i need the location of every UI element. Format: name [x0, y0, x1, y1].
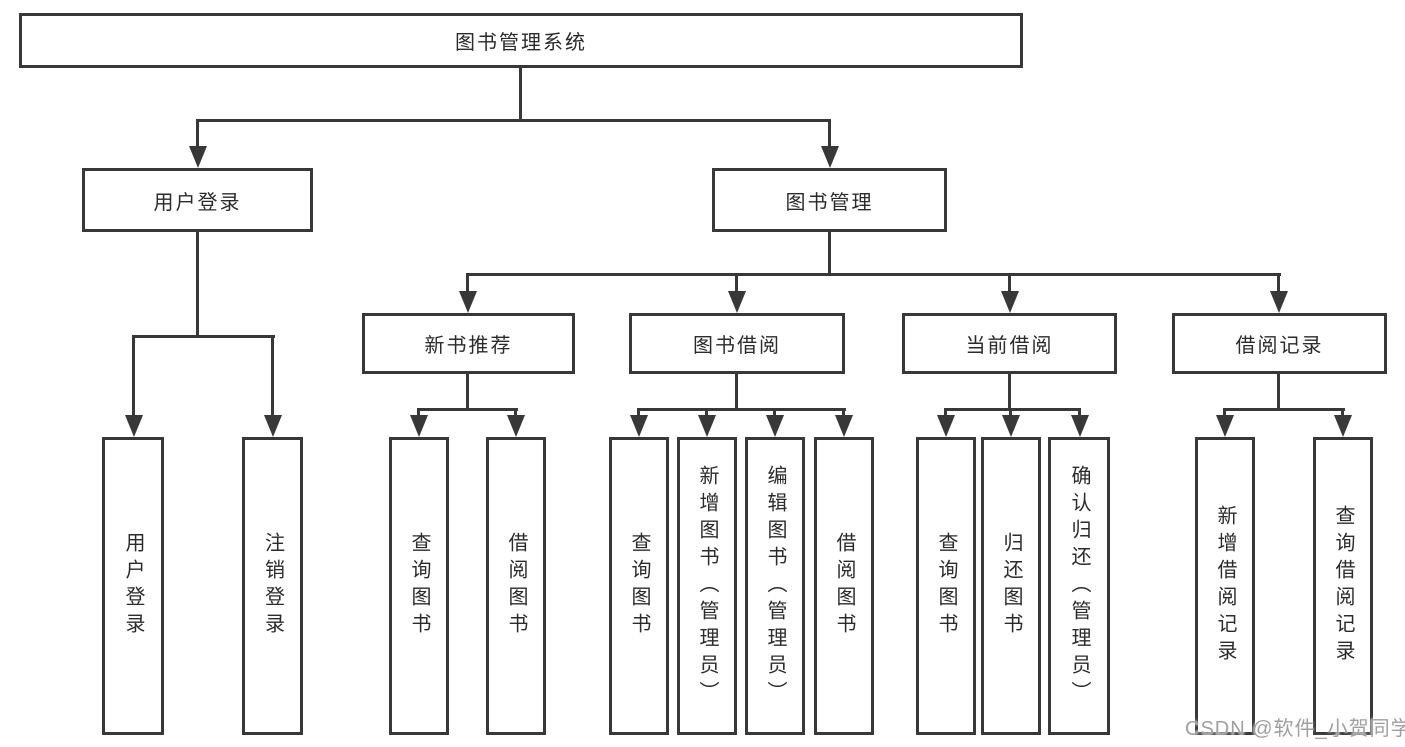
leaf-return-books: 归还图书	[981, 437, 1041, 735]
connector-leaf-stem	[705, 408, 708, 417]
connector-leaf-stem	[1341, 408, 1344, 417]
leaf-query-books-borrowing: 查询图书	[609, 437, 669, 735]
connector-book-mgmt-stem	[828, 119, 831, 147]
leaf-logout: 注销登录	[242, 437, 303, 735]
arrow-down-icon	[264, 415, 282, 437]
connector-user-login-stem	[196, 119, 199, 147]
arrow-down-icon	[1001, 291, 1019, 313]
leaf-borrow-books-recommend: 借阅图书	[486, 437, 546, 735]
arrow-down-icon	[189, 146, 207, 168]
arrow-down-icon	[766, 415, 784, 437]
connector-user-login-split	[132, 335, 275, 338]
connector-leaf-stem	[1223, 408, 1226, 417]
leaf-confirm-return-admin: 确认归还（管理员）	[1048, 437, 1110, 735]
connector-records-split	[1223, 408, 1345, 411]
node-library-system-root: 图书管理系统	[19, 13, 1023, 68]
leaf-user-login: 用户登录	[102, 437, 164, 735]
connector-root-vline	[519, 68, 522, 122]
connector-records-feed	[1277, 374, 1280, 411]
node-user-login: 用户登录	[82, 168, 313, 232]
leaf-query-books-current: 查询图书	[916, 437, 976, 735]
arrow-down-icon	[1071, 415, 1089, 437]
connector-borrowing-feed	[735, 374, 738, 411]
node-current-borrowing: 当前借阅	[902, 313, 1117, 374]
connector-leaf-stem	[132, 335, 135, 415]
arrow-down-icon	[507, 415, 525, 437]
connector-leaf-stem	[944, 408, 947, 417]
arrow-down-icon	[410, 415, 428, 437]
arrow-down-icon	[630, 415, 648, 437]
node-new-book-recommend: 新书推荐	[362, 313, 575, 374]
arrow-down-icon	[728, 291, 746, 313]
connector-leaf-stem	[773, 408, 776, 417]
leaf-edit-book-admin: 编辑图书（管理员）	[745, 437, 805, 735]
connector-leaf-stem	[417, 408, 420, 417]
arrow-down-icon	[835, 415, 853, 437]
connector-level2-hline	[196, 119, 831, 122]
connector-level3-stem	[735, 273, 738, 291]
connector-leaf-stem	[1078, 408, 1081, 417]
watermark: CSDN @软件_小贺同学	[1185, 718, 1405, 740]
arrow-down-icon	[698, 415, 716, 437]
connector-book-mgmt-feed	[828, 232, 831, 276]
node-book-borrowing: 图书借阅	[629, 313, 845, 374]
connector-current-split	[944, 408, 1081, 411]
connector-leaf-stem	[842, 408, 845, 417]
connector-current-feed	[1008, 374, 1011, 411]
leaf-query-books-recommend: 查询图书	[389, 437, 449, 735]
leaf-add-borrow-record: 新增借阅记录	[1195, 437, 1255, 735]
arrow-down-icon	[821, 146, 839, 168]
connector-level3-stem	[466, 273, 469, 291]
node-book-management: 图书管理	[712, 168, 947, 232]
connector-leaf-stem	[271, 335, 274, 415]
connector-borrowing-split	[637, 408, 846, 411]
leaf-add-book-admin: 新增图书（管理员）	[677, 437, 737, 735]
arrow-down-icon	[937, 415, 955, 437]
arrow-down-icon	[125, 415, 143, 437]
connector-recommend-feed	[466, 374, 469, 411]
arrow-down-icon	[1216, 415, 1234, 437]
leaf-borrow-books-borrowing: 借阅图书	[814, 437, 874, 735]
connector-level3-stem	[1277, 273, 1280, 291]
arrow-down-icon	[1002, 415, 1020, 437]
connector-level3-hline	[466, 273, 1281, 276]
connector-leaf-stem	[1009, 408, 1012, 417]
connector-user-login-feed	[196, 232, 199, 338]
connector-recommend-split	[417, 408, 518, 411]
leaf-query-borrow-record: 查询借阅记录	[1313, 437, 1373, 735]
arrow-down-icon	[1334, 415, 1352, 437]
connector-level3-stem	[1008, 273, 1011, 291]
arrow-down-icon	[1270, 291, 1288, 313]
node-borrowing-records: 借阅记录	[1172, 313, 1387, 374]
connector-leaf-stem	[514, 408, 517, 417]
arrow-down-icon	[459, 291, 477, 313]
connector-leaf-stem	[637, 408, 640, 417]
